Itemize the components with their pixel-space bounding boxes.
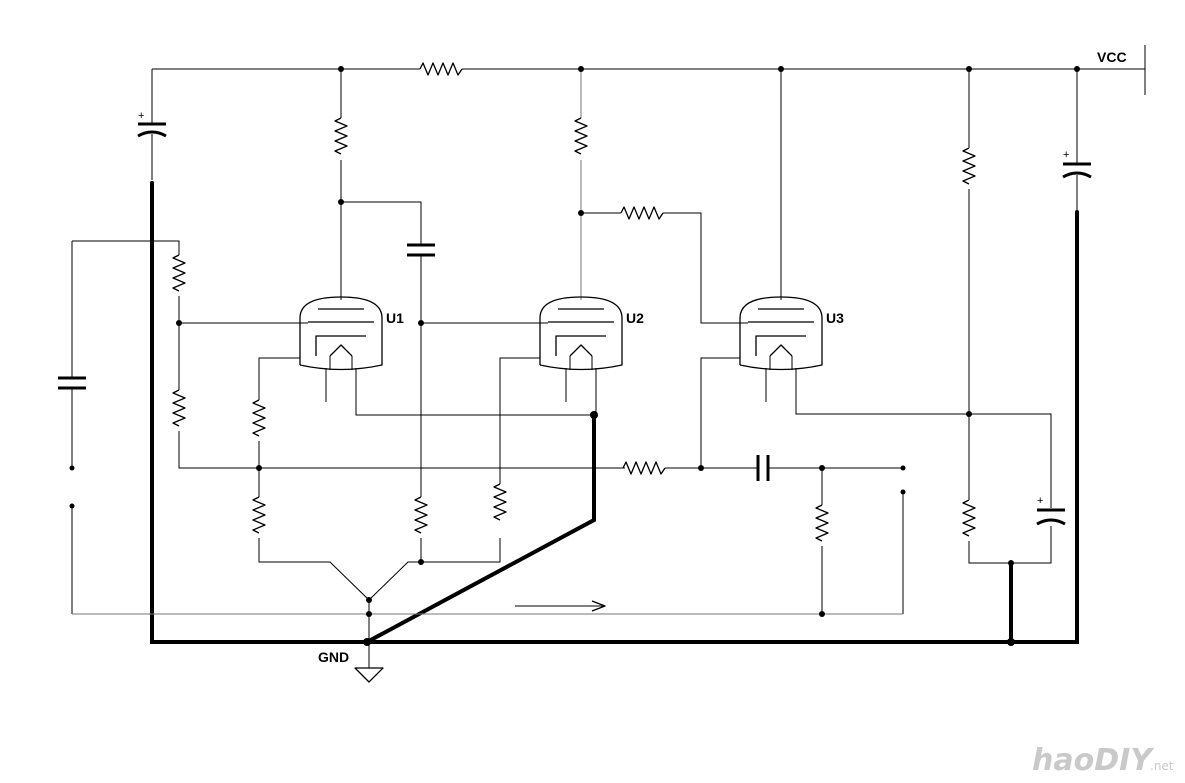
u2-plate-resistor bbox=[574, 69, 588, 300]
ground-symbol bbox=[354, 642, 384, 683]
output-terminal-leads bbox=[72, 492, 904, 615]
rail-series-resistor bbox=[419, 62, 463, 76]
svg-text:+: + bbox=[1063, 149, 1069, 161]
u1-plate-resistor bbox=[334, 69, 348, 300]
svg-text:+: + bbox=[138, 110, 144, 122]
tube-u3 bbox=[739, 296, 1052, 508]
u3-grid-wire bbox=[700, 357, 740, 468]
watermark-brand: haoDIY bbox=[1032, 743, 1155, 778]
feedback-resistor bbox=[581, 206, 748, 324]
output-coupling-capacitor bbox=[756, 455, 903, 481]
u1-cathode-resistor bbox=[252, 357, 501, 642]
u2-label: U2 bbox=[626, 310, 644, 326]
u3-label: U3 bbox=[826, 310, 844, 326]
junction-dots bbox=[176, 66, 1080, 646]
u1-grid-network bbox=[72, 240, 625, 469]
input-capacitor bbox=[58, 241, 86, 614]
coupling-leg-resistor bbox=[414, 496, 428, 562]
tube-u1 bbox=[299, 296, 594, 416]
terminal-dots bbox=[69, 465, 906, 509]
ground-bus bbox=[150, 181, 1079, 644]
tube-u2 bbox=[539, 296, 623, 415]
gnd-label: GND bbox=[318, 649, 349, 665]
svg-text:+: + bbox=[1037, 495, 1043, 507]
u2-grid-wire bbox=[421, 322, 548, 521]
right-filter-capacitor: + bbox=[1062, 69, 1092, 212]
watermark: haoDIY .net bbox=[1032, 743, 1174, 778]
bias-resistor bbox=[622, 461, 757, 475]
vcc-label: VCC bbox=[1097, 49, 1127, 65]
u1-coupling-capacitor bbox=[341, 201, 435, 497]
vcc-rail bbox=[152, 45, 1146, 95]
left-filter-capacitor: + bbox=[137, 69, 167, 180]
u3-bypass-capacitor: + bbox=[1036, 495, 1066, 526]
u1-label: U1 bbox=[386, 310, 404, 326]
output-load-resistor bbox=[815, 468, 829, 614]
signal-arrow bbox=[515, 600, 606, 612]
u3-divider-upper-resistor bbox=[962, 69, 976, 500]
watermark-suffix: .net bbox=[1150, 759, 1174, 773]
